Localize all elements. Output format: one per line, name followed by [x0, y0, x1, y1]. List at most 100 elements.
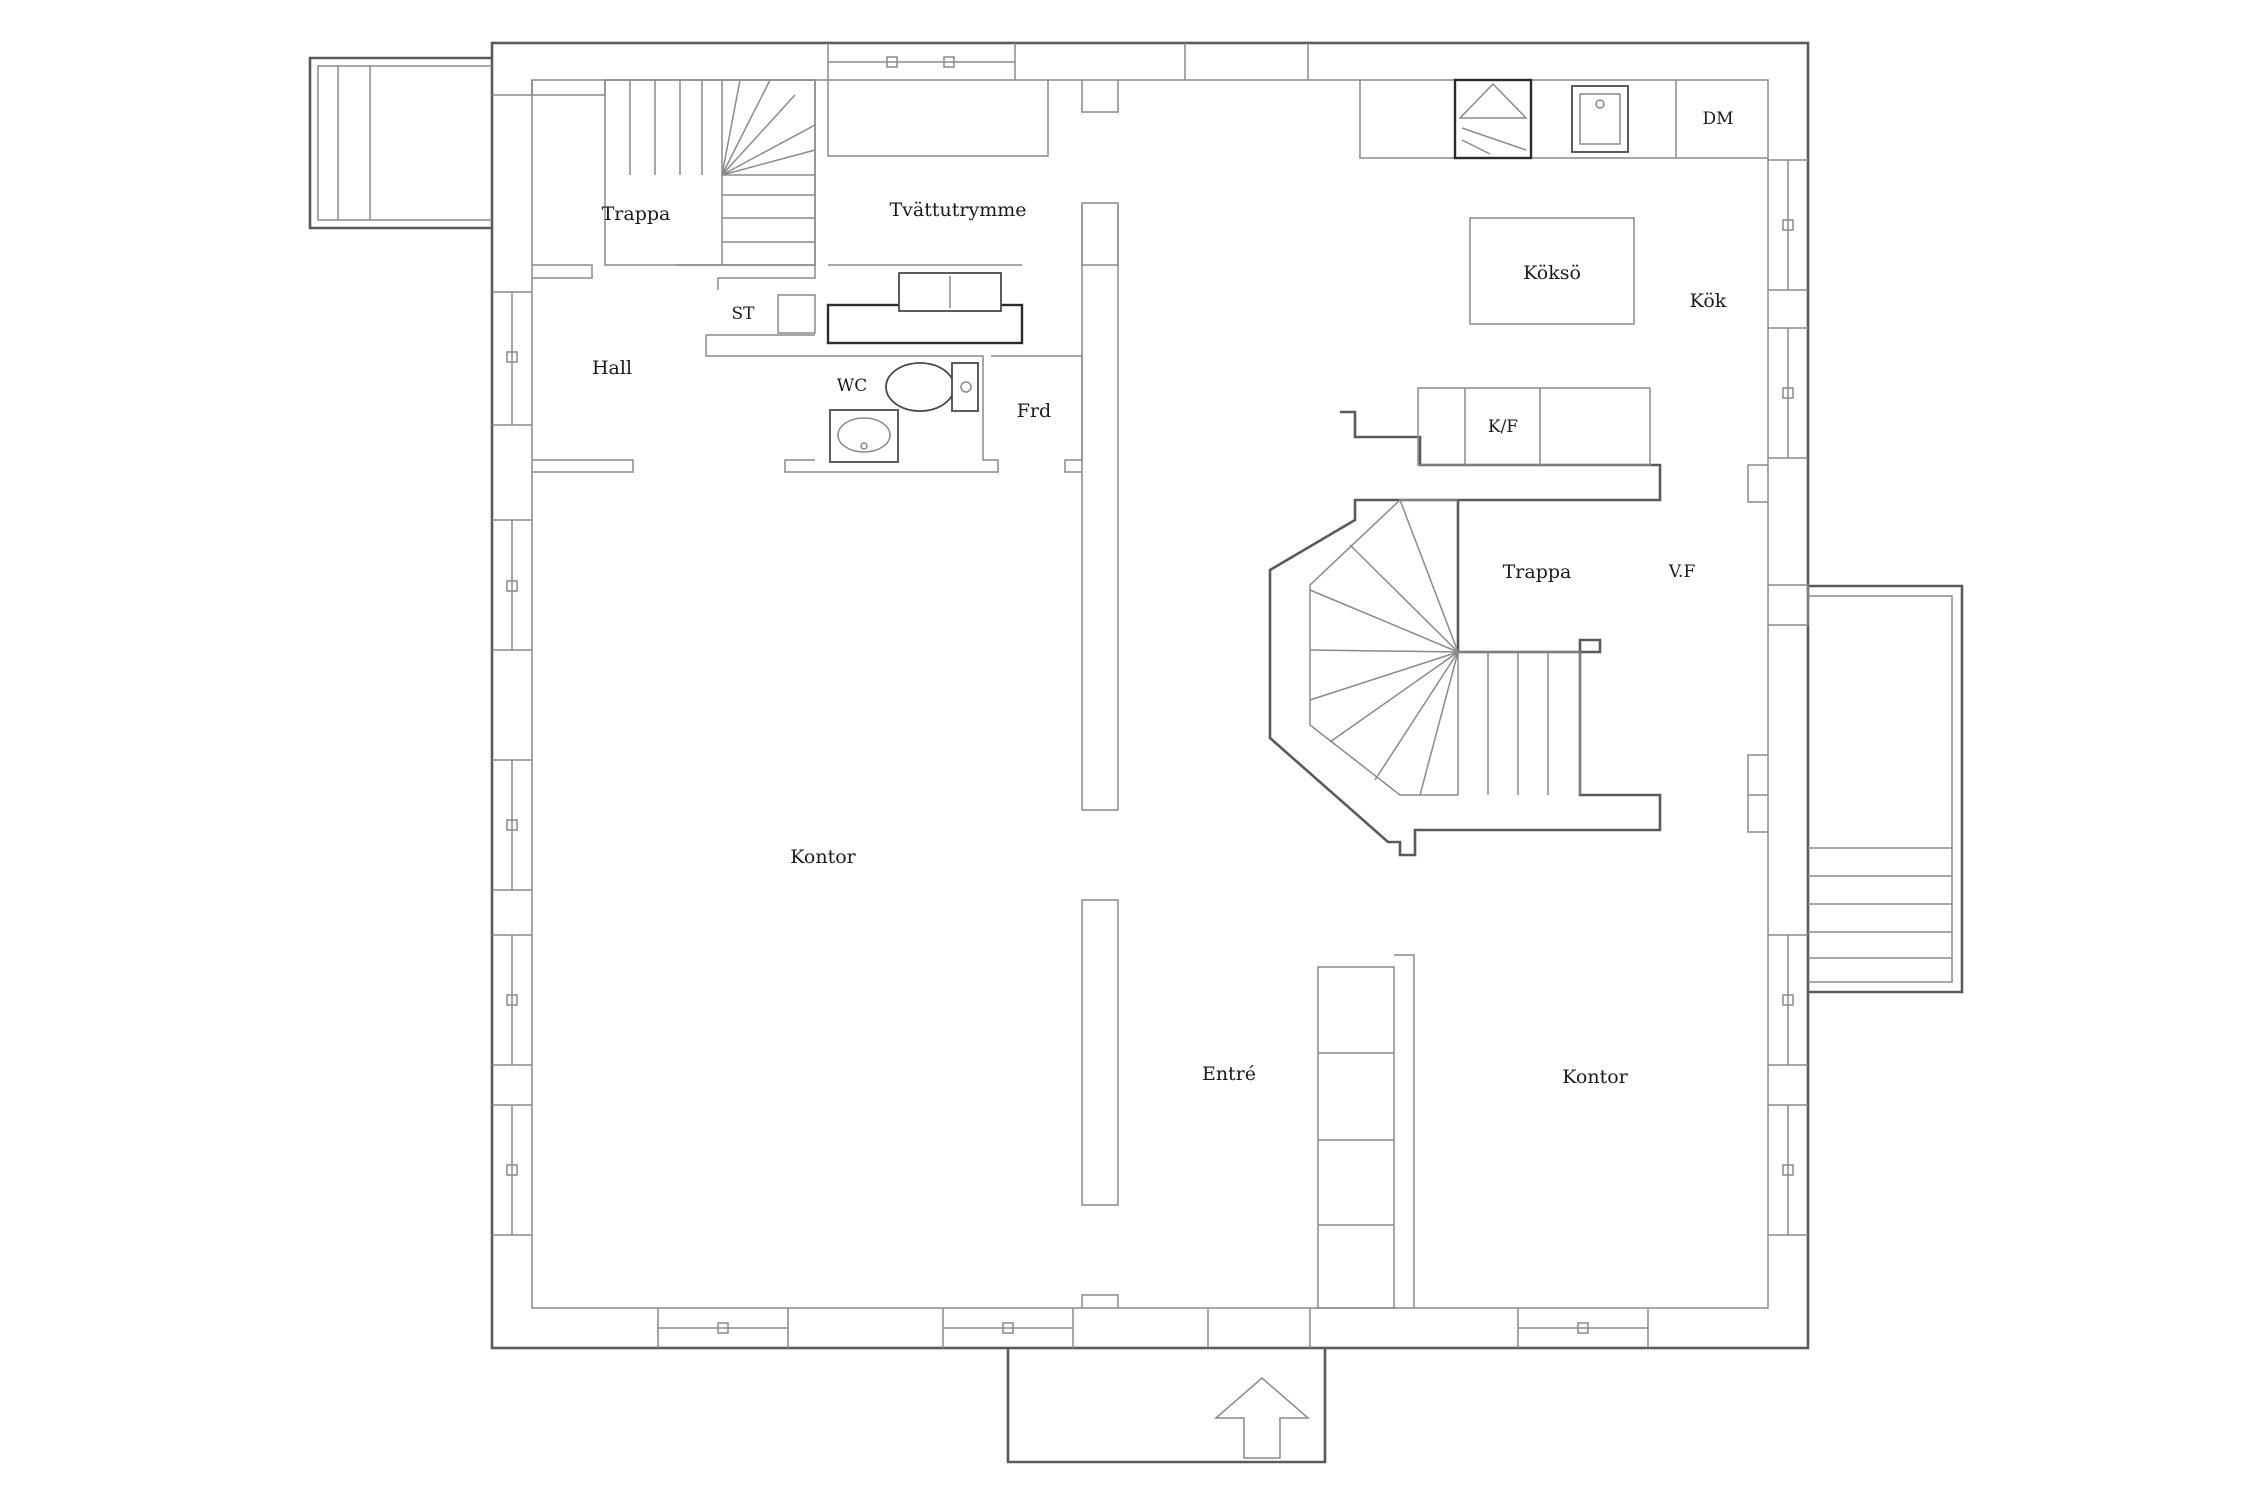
wall-top-niche-left: [492, 80, 533, 96]
exterior-wall-outer: [490, 41, 1810, 1350]
entrance-porch: [1006, 1348, 1327, 1464]
window-handle: [506, 994, 518, 1006]
label-frd: Frd: [1017, 400, 1051, 422]
wc-sink-basin: [837, 417, 891, 453]
kitchen-sink-basin: [1579, 93, 1621, 145]
window-handle: [1782, 387, 1794, 399]
wall-bottom-niche: [1081, 1294, 1119, 1308]
room-labels: Trappa Tvättutrymme DM ST Hall WC Frd Kö…: [592, 109, 1734, 1088]
window-handle: [717, 1322, 729, 1334]
toilet-tank: [951, 362, 979, 412]
wall-tvatt-right: [1081, 205, 1119, 266]
stove-hood: [1453, 78, 1533, 160]
partition-kontor-right: [1394, 954, 1415, 1308]
toilet: [885, 362, 979, 412]
wardrobe-body: [1317, 966, 1395, 1309]
wall-wc: [784, 355, 999, 473]
interior-walls: [492, 43, 1809, 1348]
label-trappa-top: Trappa: [602, 203, 671, 225]
window-right-3: [1768, 934, 1808, 1066]
wc-sink: [829, 409, 899, 463]
stove: [1453, 78, 1533, 160]
fixtures: [826, 78, 1651, 1459]
wall-right-pillar-1: [1747, 464, 1768, 503]
window-left-3: [492, 759, 532, 891]
window-handle: [943, 56, 955, 68]
kitchen-counter: [1359, 80, 1768, 159]
window-handle: [506, 351, 518, 363]
window-handle: [1782, 994, 1794, 1006]
label-entre: Entré: [1202, 1063, 1256, 1085]
outer-walls: [308, 41, 1964, 1464]
label-vf: V.F: [1668, 562, 1696, 582]
label-kf: K/F: [1488, 417, 1518, 437]
window-right-4: [1768, 1104, 1808, 1236]
label-wc: WC: [837, 376, 867, 396]
window-top: [827, 43, 1016, 80]
stair-treads: [1457, 651, 1581, 795]
window-left-1: [492, 291, 532, 426]
partition-left-lower: [1081, 899, 1119, 1206]
window-left-5: [492, 1104, 532, 1236]
wc-sink-drain: [860, 442, 868, 450]
kitchen-sink: [1571, 85, 1629, 153]
window-handle: [506, 580, 518, 592]
label-kokso: Köksö: [1523, 262, 1581, 284]
kf-body: [1417, 387, 1651, 466]
hood-lines: [1458, 82, 1528, 155]
left-balcony: [308, 56, 492, 230]
wall-trappa-bottom: [532, 264, 593, 279]
window-handle: [1782, 1164, 1794, 1176]
wall-frd: [991, 355, 1083, 473]
kitchen-sink-box: [1571, 85, 1629, 153]
window-bottom-3: [1517, 1308, 1649, 1348]
wall-right-pillar-2: [1768, 584, 1809, 626]
wall-st-bottom: [705, 334, 815, 357]
window-bottom-1: [657, 1308, 789, 1348]
toilet-knob: [960, 381, 972, 393]
entrance-arrow-icon: [1213, 1377, 1311, 1459]
toilet-bowl: [885, 362, 955, 412]
window-handle: [886, 56, 898, 68]
window-handle: [1782, 219, 1794, 231]
kitchen-island: [1469, 217, 1635, 325]
partition-left-upper: [1081, 202, 1119, 811]
window-handle: [506, 1164, 518, 1176]
window-right-2: [1768, 327, 1808, 459]
label-kok: Kök: [1690, 290, 1727, 312]
wall-hall-bottom: [532, 459, 634, 473]
wardrobe: [1317, 966, 1395, 1309]
stair-enclosure: [1268, 410, 1662, 857]
wall-tvatt-top: [827, 80, 1049, 157]
stairs-center: [1268, 410, 1662, 857]
stair-winders: [721, 79, 816, 176]
window-handle: [1002, 1322, 1014, 1334]
wall-bottom-entrance: [1207, 1308, 1311, 1348]
wall-st-box: [777, 294, 816, 334]
fridge-freezer: [1417, 387, 1651, 466]
stairs-top-left: [604, 79, 816, 266]
windows: [492, 43, 1808, 1348]
label-trappa-mid: Trappa: [1503, 561, 1572, 583]
window-bottom-2: [942, 1308, 1074, 1348]
stair-outline: [604, 79, 816, 266]
right-terrace: [1808, 584, 1964, 994]
wall-right-pillar-3: [1747, 754, 1768, 796]
wall-top-niche: [1081, 80, 1119, 113]
window-left-2: [492, 519, 532, 651]
window-right-1: [1768, 159, 1808, 291]
wall-top-gap: [1184, 43, 1309, 80]
left-balcony-inner: [317, 65, 492, 221]
label-st: ST: [732, 304, 756, 324]
label-tvattutrymme: Tvättutrymme: [890, 199, 1027, 221]
kitchen-sink-drain: [1595, 99, 1605, 109]
label-dm: DM: [1702, 109, 1733, 129]
exterior-wall-inner: [531, 79, 1769, 1309]
window-left-4: [492, 934, 532, 1066]
window-handle: [1577, 1322, 1589, 1334]
label-hall: Hall: [592, 357, 632, 379]
stair-curve: [1309, 499, 1458, 796]
window-handle: [506, 819, 518, 831]
label-kontor-left: Kontor: [790, 846, 856, 868]
